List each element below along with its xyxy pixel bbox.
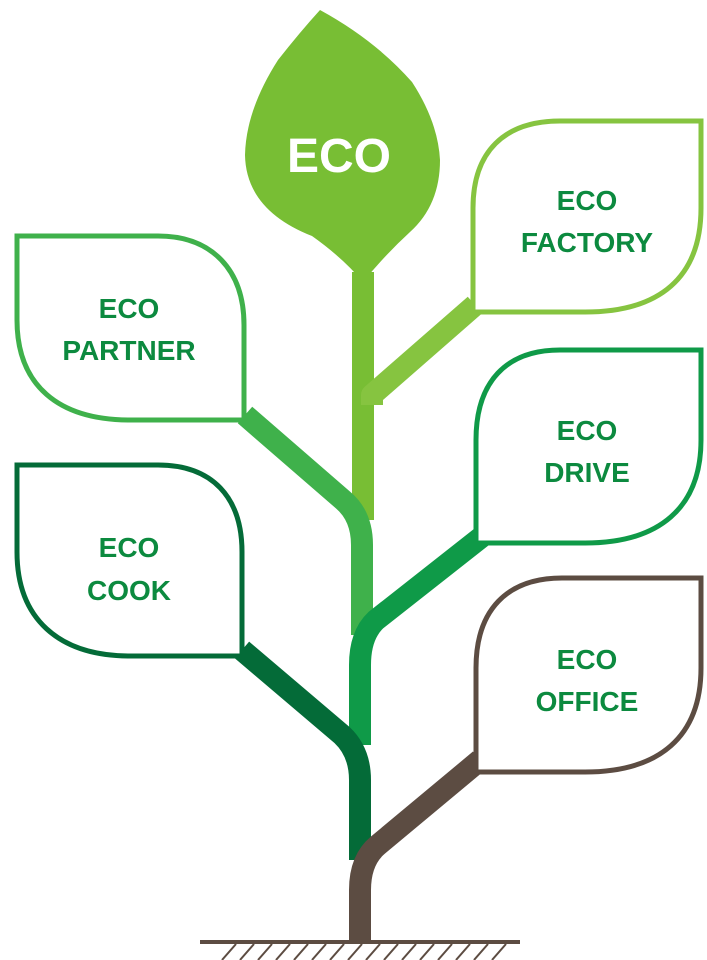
stem-partner bbox=[237, 406, 373, 635]
leaf-cook bbox=[14, 462, 245, 659]
leaf-drive-label-line2: DRIVE bbox=[544, 457, 630, 488]
leaf-factory bbox=[470, 118, 704, 315]
leaf-drive-label-line1: ECO bbox=[557, 415, 618, 446]
leaf-office bbox=[473, 575, 704, 775]
stem-factory bbox=[361, 296, 483, 406]
leaf-office-label-line1: ECO bbox=[557, 644, 618, 675]
leaf-main bbox=[245, 10, 440, 282]
leaf-office-label-line2: OFFICE bbox=[536, 686, 639, 717]
leaf-cook-label-line1: ECO bbox=[99, 532, 160, 563]
leaf-factory-label-line2: FACTORY bbox=[521, 227, 654, 258]
stem-office bbox=[349, 751, 488, 943]
leaf-main-label: ECO bbox=[287, 130, 391, 183]
leaf-factory-label-line1: ECO bbox=[557, 185, 618, 216]
stem-drive bbox=[349, 526, 491, 745]
leaf-partner bbox=[14, 233, 247, 423]
leaf-cook-label-line2: COOK bbox=[87, 575, 171, 606]
leaf-drive bbox=[473, 347, 704, 546]
ground bbox=[200, 940, 520, 960]
leaf-partner-label-line1: ECO bbox=[99, 293, 160, 324]
stem-cook bbox=[234, 641, 371, 860]
leaf-partner-label-line2: PARTNER bbox=[62, 335, 195, 366]
